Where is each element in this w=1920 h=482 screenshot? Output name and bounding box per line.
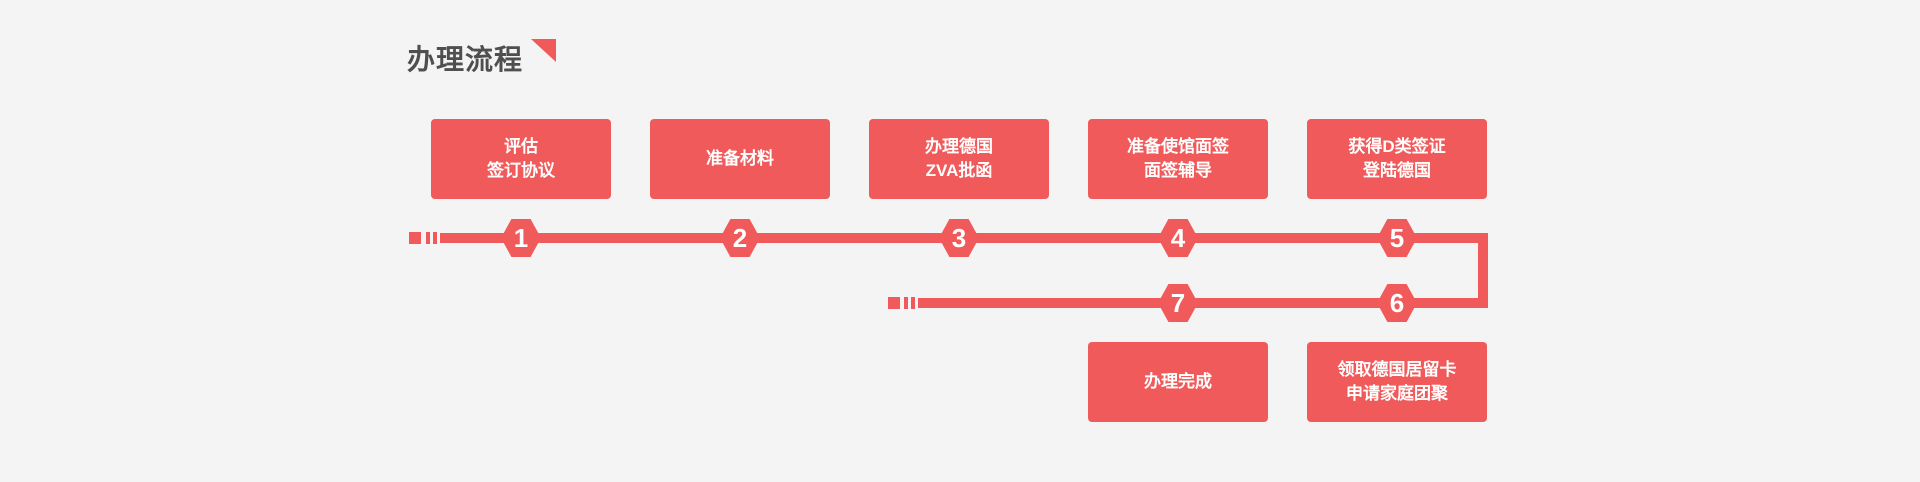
step-box-5-line1: 获得D类签证 (1348, 137, 1446, 156)
step-box-3-line2: ZVA批函 (925, 161, 993, 180)
timeline-start-dash-icon (911, 297, 915, 309)
step-box-6: 领取德国居留卡 申请家庭团聚 (1307, 342, 1487, 422)
timeline-start-dash-icon (433, 232, 437, 244)
timeline-corner-connector (1478, 233, 1488, 308)
step-marker-5-number: 5 (1389, 222, 1405, 253)
step-marker-2: 2 (720, 219, 760, 257)
step-marker-2-number: 2 (732, 222, 748, 253)
step-box-1-line2: 签订协议 (487, 161, 555, 180)
timeline-start-dash-icon (426, 232, 430, 244)
step-box-3: 办理德国 ZVA批函 (869, 119, 1049, 199)
step-marker-4: 4 (1158, 219, 1198, 257)
step-box-3-line1: 办理德国 (925, 137, 993, 156)
step-marker-7-number: 7 (1170, 287, 1186, 318)
corner-triangle-icon (531, 39, 556, 62)
step-box-4-line1: 准备使馆面签 (1127, 137, 1229, 156)
step-marker-3: 3 (939, 219, 979, 257)
step-box-2-line1: 准备材料 (706, 149, 774, 168)
step-box-1: 评估 签订协议 (431, 119, 611, 199)
timeline-start-square-row2 (888, 297, 900, 309)
step-box-5: 获得D类签证 登陆德国 (1307, 119, 1487, 199)
step-box-5-line2: 登陆德国 (1363, 161, 1431, 180)
step-box-4: 准备使馆面签 面签辅导 (1088, 119, 1268, 199)
step-marker-6-number: 6 (1389, 287, 1405, 318)
step-marker-6: 6 (1377, 284, 1417, 322)
step-box-6-line1: 领取德国居留卡 (1337, 360, 1457, 379)
step-box-6-line2: 申请家庭团聚 (1346, 384, 1448, 403)
step-box-4-line2: 面签辅导 (1144, 161, 1212, 180)
step-marker-5: 5 (1377, 219, 1417, 257)
step-marker-4-number: 4 (1170, 222, 1186, 253)
step-box-2: 准备材料 (650, 119, 830, 199)
step-box-1-line1: 评估 (504, 137, 538, 156)
step-marker-1: 1 (501, 219, 541, 257)
timeline-line-row2 (918, 298, 1488, 308)
step-marker-1-number: 1 (513, 222, 529, 253)
timeline-start-square-row1 (409, 232, 421, 244)
step-marker-7: 7 (1158, 284, 1198, 322)
timeline-start-dash-icon (904, 297, 908, 309)
step-box-7-line1: 办理完成 (1144, 372, 1212, 391)
step-box-7: 办理完成 (1088, 342, 1268, 422)
step-marker-3-number: 3 (951, 222, 967, 253)
page-title: 办理流程 (407, 44, 524, 75)
